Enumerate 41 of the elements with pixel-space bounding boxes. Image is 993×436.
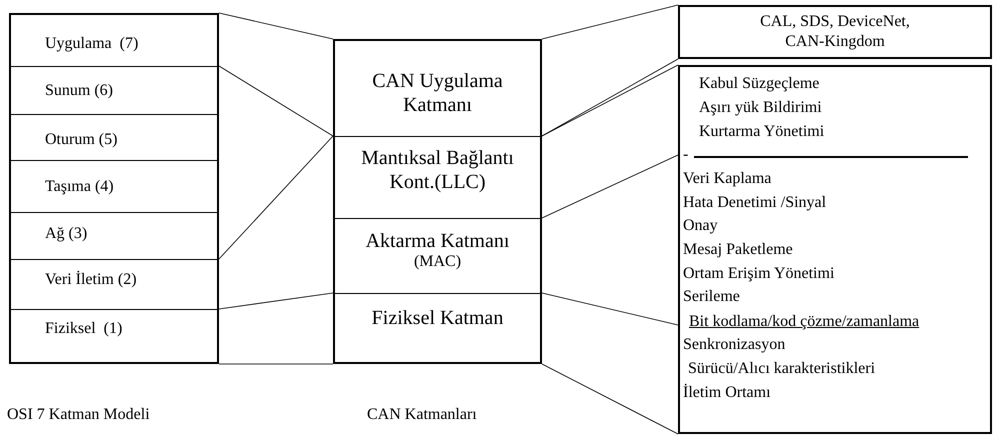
layer-label: Oturum (5) <box>45 131 118 148</box>
layer-label: CAN Uygulama Katmanı <box>371 69 504 117</box>
layer-label: Sunum (6) <box>45 82 113 99</box>
layer-label: Uygulama (7) <box>45 35 138 52</box>
text-box <box>678 65 992 434</box>
layer-label: Ağ (3) <box>45 225 88 242</box>
function-item: Mesaj Paketleme <box>683 241 793 258</box>
layer-stack <box>333 39 542 364</box>
connector-line <box>218 292 334 310</box>
function-item: Aşırı yük Bildirimi <box>699 99 822 116</box>
function-item: Hata Denetimi /Sinyal <box>683 194 826 211</box>
connector-line <box>542 292 678 326</box>
function-item: Veri Kaplama <box>683 170 772 187</box>
caption: CAN Katmanları <box>367 406 477 423</box>
function-item: Serileme <box>683 288 740 305</box>
text-box <box>678 5 992 59</box>
function-item: Senkronizasyon <box>683 336 786 353</box>
function-item: Onay <box>683 217 718 234</box>
protocol-text: CAL, SDS, DeviceNet, CAN-Kingdom <box>759 12 911 52</box>
layer-label: Aktarma Katmanı <box>366 229 510 253</box>
connector-line <box>218 12 334 40</box>
layer-label: Mantıksal Bağlantı Kont.(LLC) <box>360 146 515 194</box>
layer-label: Veri İletim (2) <box>45 271 137 288</box>
layer-label: Fiziksel (1) <box>45 320 122 337</box>
caption: OSI 7 Katman Modeli <box>7 406 150 423</box>
function-item: Ortam Erişim Yönetimi <box>683 265 834 282</box>
function-item: Kurtarma Yönetimi <box>699 123 824 140</box>
function-item: Kabul Süzgeçleme <box>699 75 820 92</box>
function-item: - <box>683 146 688 163</box>
layer-label: (MAC) <box>414 253 462 271</box>
function-item: Bit kodlama/kod çözme/zamanlama <box>689 313 920 330</box>
function-item: Sürücü/Alıcı karakteristikleri <box>688 360 876 377</box>
connector-line <box>542 154 678 218</box>
connector-line <box>542 364 678 434</box>
function-item: İletim Ortamı <box>683 384 771 401</box>
layer-stack <box>9 13 219 364</box>
connector-line <box>542 4 678 40</box>
layer-label: Taşıma (4) <box>45 178 114 195</box>
connector-line <box>218 136 334 260</box>
connector-line <box>218 66 334 136</box>
layer-label: Fiziksel Katman <box>372 306 504 330</box>
